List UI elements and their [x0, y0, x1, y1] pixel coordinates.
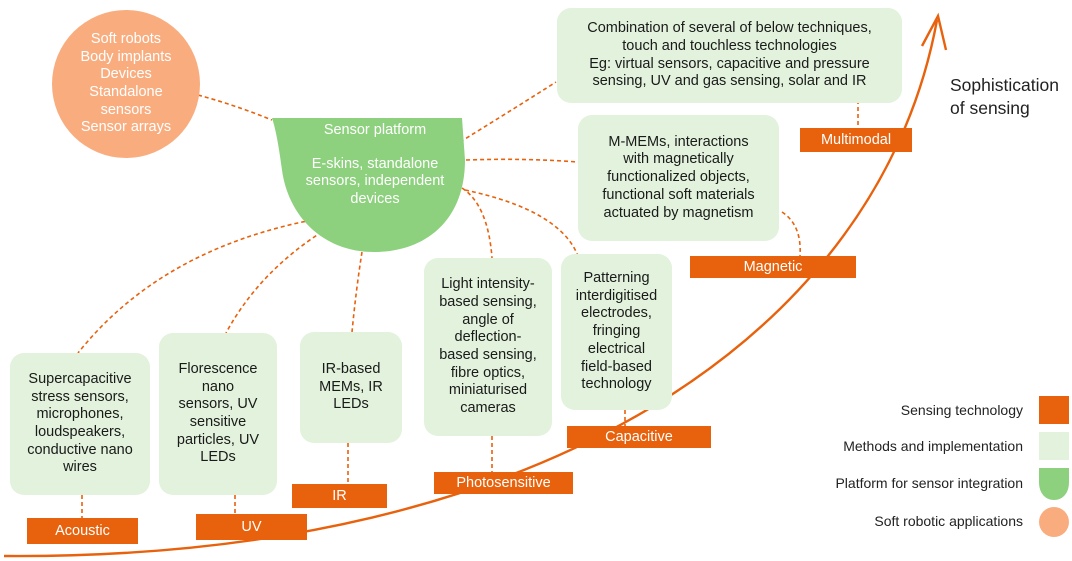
method-box-ir: IR-based MEMs, IR LEDs: [300, 332, 402, 443]
platform-body: E-skins, standalone sensors, independent…: [305, 155, 445, 208]
method-box-acoustic: Supercapacitive stress sensors, micropho…: [10, 353, 150, 495]
sensor-platform-shape: [272, 118, 465, 252]
soft-robotic-applications-circle: Soft robots Body implants Devices Standa…: [52, 10, 200, 158]
connector-photosensitive: [461, 187, 493, 259]
connector-capacitive: [464, 189, 579, 257]
method-text-magnetic: M-MEMs, interactions with magnetically f…: [602, 133, 755, 221]
connector-ir: [351, 251, 363, 333]
tag-ir: IR: [292, 484, 387, 508]
method-box-uv: Florescence nano sensors, UV sensitive p…: [159, 333, 277, 495]
legend-swatch-methods: [1039, 432, 1069, 460]
connector-tag-magnetic: [781, 211, 801, 257]
method-box-multimodal: Combination of several of below techniqu…: [557, 8, 902, 103]
method-text-photosensitive: Light intensity- based sensing, angle of…: [439, 276, 537, 417]
legend-label-methods: Methods and implementation: [843, 438, 1023, 454]
legend-label-platform: Platform for sensor integration: [835, 475, 1023, 491]
tag-capacitive: Capacitive: [567, 426, 711, 448]
connector-uv: [225, 227, 329, 334]
sensor-platform: Sensor platform E-skins, standalone sens…: [286, 122, 464, 209]
tag-acoustic: Acoustic: [27, 518, 138, 544]
platform-title: Sensor platform: [323, 122, 427, 138]
tag-multimodal: Multimodal: [800, 128, 912, 152]
connector-multimodal: [459, 81, 557, 143]
method-box-capacitive: Patterning interdigitised electrodes, fr…: [561, 254, 672, 410]
method-box-photosensitive: Light intensity- based sensing, angle of…: [424, 258, 552, 436]
applications-text: Soft robots Body implants Devices Standa…: [80, 30, 172, 136]
method-text-ir: IR-based MEMs, IR LEDs: [319, 360, 383, 413]
sophistication-arrowhead: [920, 12, 948, 51]
connector-applications: [197, 94, 273, 121]
tag-photosensitive: Photosensitive: [434, 472, 573, 494]
connector-acoustic: [77, 219, 313, 354]
method-box-magnetic: M-MEMs, interactions with magnetically f…: [578, 115, 779, 241]
legend-label-applications: Soft robotic applications: [874, 513, 1023, 529]
legend-label-sensing: Sensing technology: [900, 402, 1023, 418]
legend-swatch-applications: [1039, 507, 1069, 537]
method-text-capacitive: Patterning interdigitised electrodes, fr…: [575, 270, 658, 393]
sophistication-label: Sophistication of sensing: [950, 75, 1059, 118]
legend-swatch-sensing: [1039, 396, 1069, 424]
method-text-uv: Florescence nano sensors, UV sensitive p…: [176, 360, 260, 466]
connector-magnetic-method: [465, 158, 579, 163]
tag-uv: UV: [196, 514, 307, 540]
method-text-multimodal: Combination of several of below techniqu…: [587, 20, 872, 90]
method-text-acoustic: Supercapacitive stress sensors, micropho…: [27, 370, 133, 476]
legend-swatch-platform: [1039, 468, 1069, 500]
tag-magnetic: Magnetic: [690, 256, 856, 278]
